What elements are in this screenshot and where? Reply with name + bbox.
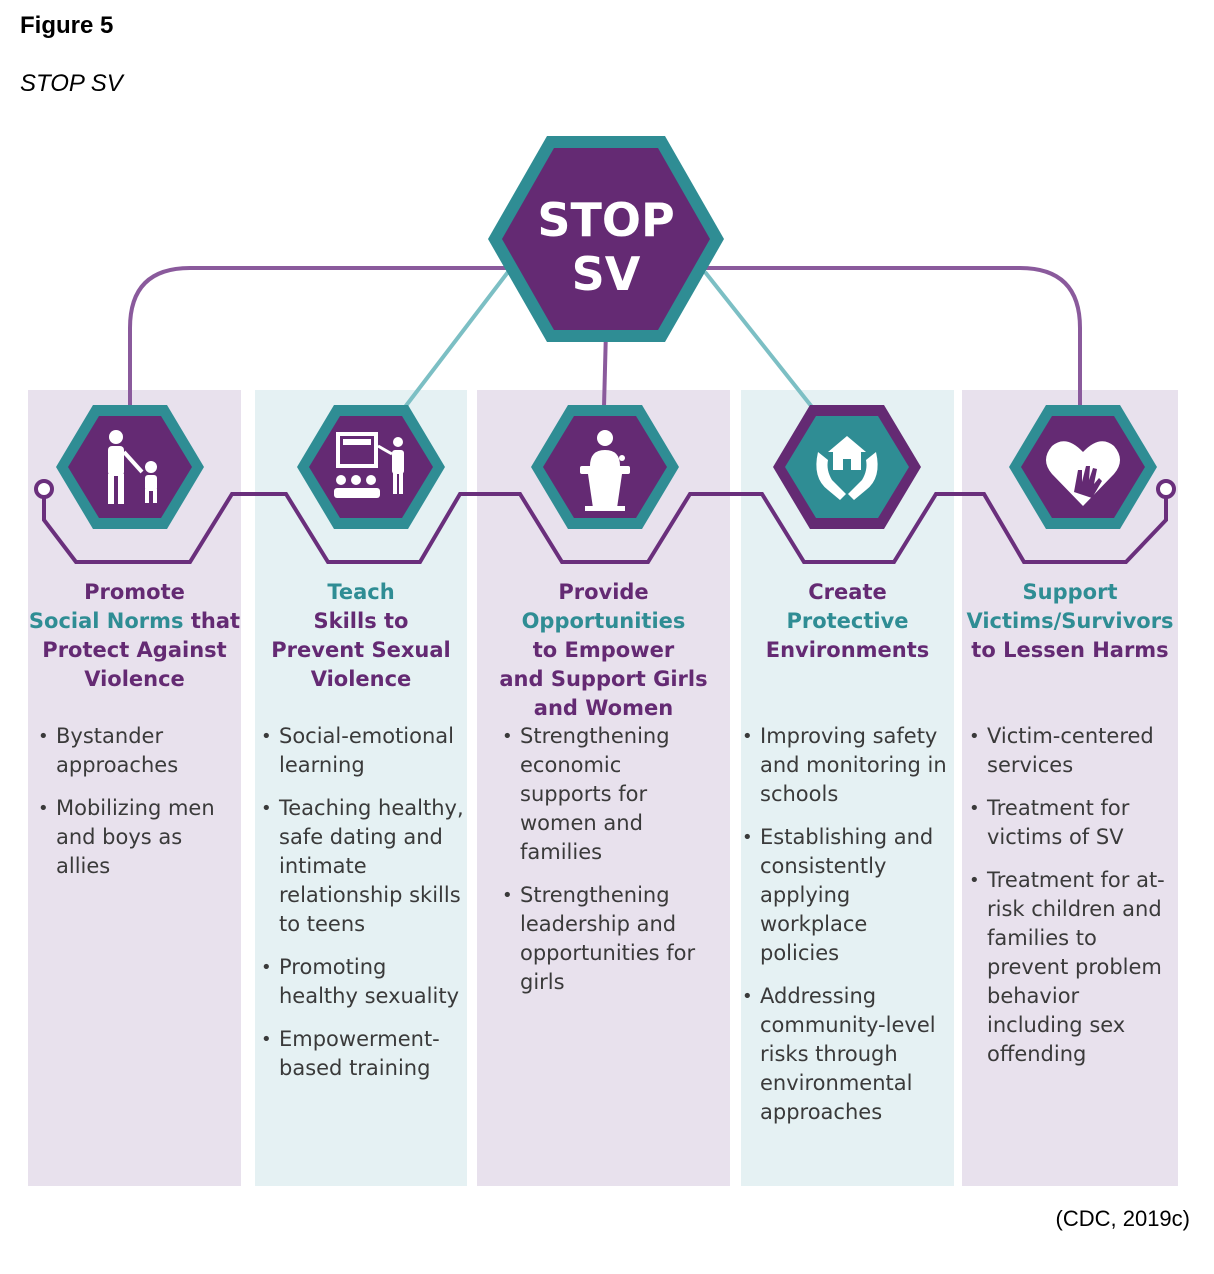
connector-col2 — [403, 270, 510, 409]
hexagon-col3 — [531, 405, 679, 529]
citation: (CDC, 2019c) — [1055, 1206, 1190, 1231]
bullet-item: Teaching healthy, safe dating and intima… — [261, 794, 466, 939]
connector-col4 — [703, 270, 814, 409]
bullet-list-2: Social-emotional learningTeaching health… — [261, 722, 466, 1097]
hexagon-col5 — [1009, 405, 1157, 529]
column-title-part: Environments — [765, 638, 930, 662]
adult-child-icon — [108, 430, 157, 504]
column-title-part: Teach — [327, 580, 395, 604]
bullet-item: Treatment for at-risk children and famil… — [969, 866, 1169, 1069]
column-title-part: Social Norms — [28, 609, 184, 633]
bullet-item: Victim-centered services — [969, 722, 1169, 780]
bullet-item: Establishing and consistently applying w… — [742, 823, 947, 968]
column-title-part: and Support Girls — [499, 667, 708, 691]
hexagon-col1 — [56, 405, 204, 529]
stop-sv-hexagon: STOP SV — [488, 136, 724, 342]
column-title-part: Prevent Sexual — [271, 638, 451, 662]
column-title-part: Support — [1022, 580, 1118, 604]
connector-left — [128, 266, 510, 405]
column-title-part: Skills to — [313, 609, 409, 633]
bullet-item: Treatment for victims of SV — [969, 794, 1169, 852]
bullet-list-3: Strengthening economic supports for wome… — [502, 722, 702, 1011]
bullet-item: Mobilizing men and boys as allies — [38, 794, 228, 881]
bullet-item: Promoting healthy sexuality — [261, 953, 466, 1011]
column-title-part: and Women — [533, 696, 674, 720]
column-title-part: Protect Against — [42, 638, 227, 662]
column-title-part: Create — [808, 580, 887, 604]
bullet-item: Empowerment-based training — [261, 1025, 466, 1083]
bullet-item: Improving safety and monitoring in schoo… — [742, 722, 947, 809]
connector-col3 — [602, 329, 608, 408]
stop-text: STOP — [537, 193, 674, 247]
zigzag-end-left — [34, 479, 54, 499]
column-title-part: Violence — [310, 667, 412, 691]
hexagon-col4 — [773, 405, 921, 529]
bullet-item: Bystander approaches — [38, 722, 228, 780]
heart-hand-icon — [1046, 441, 1120, 506]
hexagon-col2 — [297, 405, 445, 529]
column-title-3: Provide Opportunities to Empower and Suppo… — [477, 578, 730, 723]
teacher-classroom-icon — [334, 432, 404, 498]
column-title-part: to Empower — [532, 638, 675, 662]
column-title-part: Opportunities — [521, 609, 686, 633]
bullet-list-1: Bystander approachesMobilizing men and b… — [38, 722, 228, 895]
column-title-part: that — [183, 609, 241, 633]
speaker-podium-icon — [580, 430, 630, 511]
column-title-part: Violence — [84, 667, 185, 691]
bullet-item: Strengthening leadership and opportuniti… — [502, 881, 702, 997]
hands-house-icon — [816, 436, 878, 500]
column-title-part: Victims/Survivors — [966, 609, 1174, 633]
bullet-list-5: Victim-centered servicesTreatment for vi… — [969, 722, 1169, 1083]
bullet-item: Social-emotional learning — [261, 722, 466, 780]
bullet-item: Addressing community-level risks through… — [742, 982, 947, 1127]
bullet-list-4: Improving safety and monitoring in schoo… — [742, 722, 947, 1141]
column-title-part: to Lessen Harms — [971, 638, 1169, 662]
figure-title: STOP SV — [20, 70, 123, 97]
column-title-part: Promote — [84, 580, 185, 604]
zigzag-end-right — [1156, 479, 1176, 499]
column-title-part: Provide — [558, 580, 649, 604]
zigzag-connector — [42, 490, 1168, 564]
connector-right — [705, 266, 1082, 405]
bullet-item: Strengthening economic supports for wome… — [502, 722, 702, 867]
figure-label: Figure 5 — [20, 12, 114, 39]
sv-text: SV — [572, 247, 641, 301]
column-title-part: Protective — [786, 609, 909, 633]
